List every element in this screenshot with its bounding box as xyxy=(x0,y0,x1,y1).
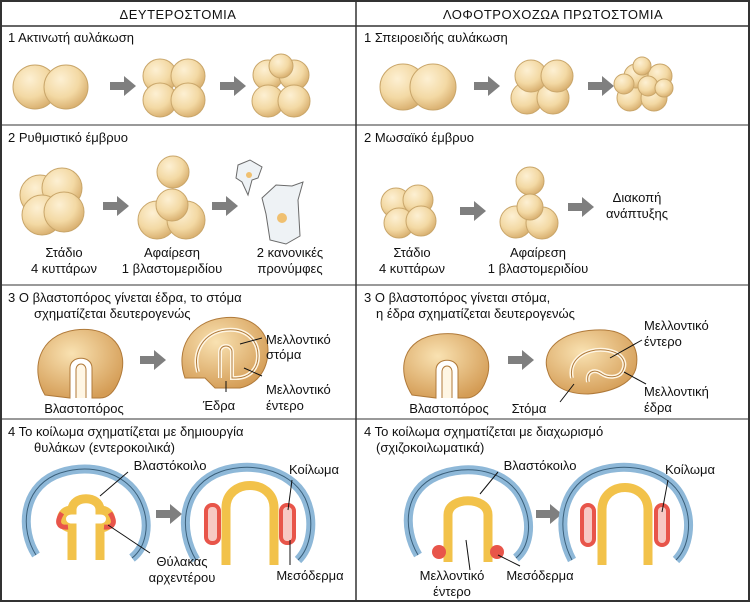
isolated-blastomere xyxy=(156,155,190,189)
deuterostome-header: ΔΕΥΤΕΡΟΣΤΟΜΙΑ xyxy=(120,7,237,22)
future-gut-label-1: Μελλοντικό xyxy=(644,318,709,333)
deuterostome-embryo-section xyxy=(181,316,269,389)
mesoderm-label: Μεσόδερμα xyxy=(276,568,344,583)
mouth-label: Στόμα xyxy=(512,401,547,416)
removal-label-1: Αφαίρεση xyxy=(510,245,566,260)
larva-small xyxy=(235,159,263,197)
blastopore-anus-title-2: σχηματίζεται δευτερογενώς xyxy=(34,306,191,321)
enterocoely-title-1: 4 Το κοίλωμα σχηματίζεται με δημιουργία xyxy=(8,424,244,439)
leader-line xyxy=(623,371,647,385)
future-gut-label-2: έντερο xyxy=(644,334,682,349)
radial-cleavage-title: 1 Ακτινωτή αυλάκωση xyxy=(8,30,134,45)
gastrula-embryo xyxy=(403,333,490,399)
eight-cell-radial-embryo xyxy=(251,53,311,118)
anus-label: Έδρα xyxy=(202,398,236,413)
four-cell-spiral-embryo xyxy=(510,59,574,115)
three-cell-remainder xyxy=(137,188,206,240)
leader-line xyxy=(107,524,151,554)
four-cell-label-1: Στάδιο xyxy=(393,245,430,260)
blastopore-label: Βλαστοπόρος xyxy=(44,401,124,416)
removal-label-2: 1 βλαστομεριδίου xyxy=(488,261,588,276)
enterocoely-title-2: θυλάκων (εντεροκοιλικά) xyxy=(34,440,175,455)
isolated-blastomere xyxy=(515,166,545,196)
archenteron-pouch-label-1: Θύλακας xyxy=(156,554,207,569)
leader-line xyxy=(497,554,521,567)
future-anus-label-2: έδρα xyxy=(644,400,672,415)
leader-line xyxy=(609,339,643,359)
leader-line xyxy=(287,479,293,511)
regulative-embryo-title: 2 Ρυθμιστικό έμβρυο xyxy=(8,130,128,145)
leader-line xyxy=(239,337,263,345)
coelom-pouch xyxy=(279,503,296,545)
four-cell-label-1: Στάδιο xyxy=(45,245,82,260)
blastopore-anus-title-1: 3 Ο βλαστοπόρος γίνεται έδρα, το στόμα xyxy=(8,290,242,305)
mesoderm-label: Μεσόδερμα xyxy=(506,568,574,583)
larvae-label-2: προνύμφες xyxy=(257,261,322,276)
schizocoely-stage-2 xyxy=(558,462,693,565)
development-stops-label-2: ανάπτυξης xyxy=(606,206,668,221)
mosaic-embryo-title: 2 Μωσαϊκό έμβρυο xyxy=(364,130,474,145)
future-anus-label-1: Μελλοντική xyxy=(644,384,709,399)
gastrula-embryo xyxy=(37,328,124,399)
blastopore-mouth-title-1: 3 Ο βλαστοπόρος γίνεται στόμα, xyxy=(364,290,550,305)
four-cell-stage-embryo xyxy=(19,167,85,236)
removal-label-1: Αφαίρεση xyxy=(144,245,200,260)
two-cell-embryo xyxy=(12,64,89,110)
eight-cell-spiral-embryo xyxy=(613,56,674,112)
future-gut-label-1: Μελλοντικό xyxy=(420,568,485,583)
leader-line xyxy=(479,471,499,495)
removal-label-2: 1 βλαστομεριδίου xyxy=(122,261,222,276)
larva-large xyxy=(261,181,304,245)
coelom-label: Κοίλωμα xyxy=(289,462,340,477)
four-cell-label-2: 4 κυττάρων xyxy=(379,261,445,276)
coelom-cavity xyxy=(654,503,670,547)
future-gut-label-2: έντερο xyxy=(433,584,471,599)
larvae-label-1: 2 κανονικές xyxy=(257,245,323,260)
blastopore-label: Βλαστοπόρος xyxy=(409,401,489,416)
mesoderm-cells xyxy=(432,545,446,559)
spiral-cleavage-title: 1 Σπειροειδής αυλάκωση xyxy=(364,30,508,45)
coelom-cavity xyxy=(580,503,596,547)
future-gut-label-2: έντερο xyxy=(266,398,304,413)
leader-line xyxy=(99,471,129,497)
protostome-embryo-section xyxy=(545,329,638,395)
future-mouth-label-1: Μελλοντικό xyxy=(266,332,331,347)
four-cell-stage-embryo xyxy=(380,184,437,239)
schizocoely-title-1: 4 Το κοίλωμα σχηματίζεται με διαχωρισμό xyxy=(364,424,603,439)
enterocoely-stage-2 xyxy=(180,462,316,565)
blastopore-mouth-title-2: η έδρα σχηματίζεται δευτερογενώς xyxy=(376,306,575,321)
two-cell-embryo xyxy=(379,63,457,111)
blastocoel-label: Βλαστόκοιλο xyxy=(504,458,577,473)
four-cell-label-2: 4 κυττάρων xyxy=(31,261,97,276)
coelom-pouch xyxy=(204,503,221,545)
schizocoely-title-2: (σχιζοκοιλωματικά) xyxy=(376,440,484,455)
leader-line xyxy=(661,479,669,513)
leader-line xyxy=(559,383,575,403)
coelom-label: Κοίλωμα xyxy=(665,462,716,477)
protostome-header: ΛΟΦΟΤΡΟΧΟΖΩΑ ΠΡΩΤΟΣΤΟΜΙΑ xyxy=(443,7,663,22)
blastocoel-label: Βλαστόκοιλο xyxy=(134,458,207,473)
leader-line xyxy=(243,367,263,377)
three-cell-remainder xyxy=(499,193,559,240)
future-mouth-label-2: στόμα xyxy=(266,347,302,362)
schizocoely-stage-1 xyxy=(403,465,533,562)
four-cell-embryo xyxy=(142,58,206,118)
future-gut-label-1: Μελλοντικό xyxy=(266,382,331,397)
development-stops-label-1: Διακοπή xyxy=(613,190,662,205)
mesoderm-cells xyxy=(490,545,504,559)
leader-line xyxy=(465,539,471,571)
enterocoely-stage-1 xyxy=(21,464,151,562)
archenteron-pouch-label-2: αρχεντέρου xyxy=(149,570,216,585)
